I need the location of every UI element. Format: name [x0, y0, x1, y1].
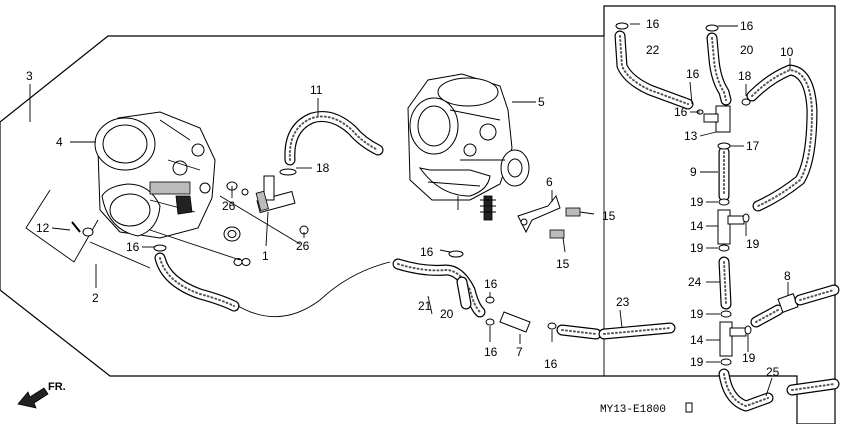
left-carburetor: [94, 111, 216, 239]
label-8: 8: [784, 269, 791, 283]
label-18-inset: 18: [738, 69, 752, 83]
label-14-upper: 14: [690, 219, 704, 233]
label-10: 10: [780, 45, 794, 59]
label-23: 23: [616, 295, 630, 309]
diagram-code-end-mark: [685, 402, 693, 413]
label-16-center-lower: 16: [484, 345, 498, 359]
label-25: 25: [766, 365, 780, 379]
leader-lines: [29, 23, 791, 397]
inset-box-12: [25, 189, 99, 263]
label-20-lower: 20: [440, 307, 454, 321]
label-2: 2: [92, 291, 99, 305]
label-15-lower: 15: [556, 257, 570, 271]
label-19-a: 19: [690, 195, 704, 209]
fuel-t-joint: [219, 175, 309, 245]
hose-8: [750, 284, 840, 328]
label-11: 11: [310, 83, 323, 97]
fitting-7: [499, 311, 557, 333]
hose-22: [614, 22, 694, 110]
label-24: 24: [688, 275, 702, 289]
label-12: 12: [36, 221, 50, 235]
hose-9: [717, 142, 731, 206]
label-9: 9: [690, 165, 697, 179]
label-16-inset-4: 16: [674, 105, 688, 119]
label-19-b: 19: [746, 237, 760, 251]
bracket-6: [517, 194, 595, 253]
hose-10: [741, 64, 818, 212]
label-26-right: 26: [296, 239, 310, 253]
right-carburetor: [407, 73, 530, 221]
label-16-left: 16: [126, 240, 140, 254]
label-19-f: 19: [690, 355, 704, 369]
label-16-inset-2: 16: [740, 19, 754, 33]
label-26-left: 26: [222, 199, 236, 213]
label-20-upper: 20: [740, 43, 754, 57]
hose-23: [556, 322, 676, 340]
label-19-e: 19: [742, 351, 756, 365]
front-direction-arrow: FR.: [17, 381, 66, 409]
label-16-right-lower: 16: [544, 357, 558, 371]
label-21: 21: [418, 299, 432, 313]
label-16-middle: 16: [420, 245, 434, 259]
label-4: 4: [56, 135, 63, 149]
diagram-code: MY13-E1800: [600, 404, 666, 416]
hose-20-upper: [705, 24, 732, 106]
fitting-14-upper: [717, 209, 750, 252]
fitting-14-lower: [719, 321, 752, 366]
label-14-lower: 14: [690, 333, 704, 347]
assembly-frame: [0, 5, 836, 424]
label-17: 17: [746, 139, 760, 153]
hose-21: [392, 250, 486, 318]
label-5: 5: [538, 95, 545, 109]
label-19-d: 19: [690, 307, 704, 321]
label-13: 13: [684, 129, 698, 143]
label-3: 3: [26, 69, 33, 83]
label-22: 22: [646, 43, 660, 57]
direction-label: FR.: [48, 381, 66, 393]
hose-25: [718, 368, 840, 412]
label-16-inset-1: 16: [646, 17, 660, 31]
label-19-c: 19: [690, 241, 704, 255]
label-7: 7: [516, 345, 523, 359]
hose-24: [718, 256, 732, 318]
label-6: 6: [546, 175, 553, 189]
label-15-upper: 15: [602, 209, 616, 223]
label-1: 1: [262, 249, 269, 263]
hose-11: [279, 111, 384, 176]
label-16-center-upper: 16: [484, 277, 498, 291]
label-18-middle: 18: [316, 161, 330, 175]
drain-line: [153, 244, 391, 318]
callout-labels: 3 4 12 2 16 26 26 1 11 18 5 6 15 15 16 2…: [26, 17, 794, 379]
washers-2: [89, 226, 251, 269]
fitting-13: [696, 105, 731, 133]
label-16-inset-3: 16: [686, 67, 700, 81]
